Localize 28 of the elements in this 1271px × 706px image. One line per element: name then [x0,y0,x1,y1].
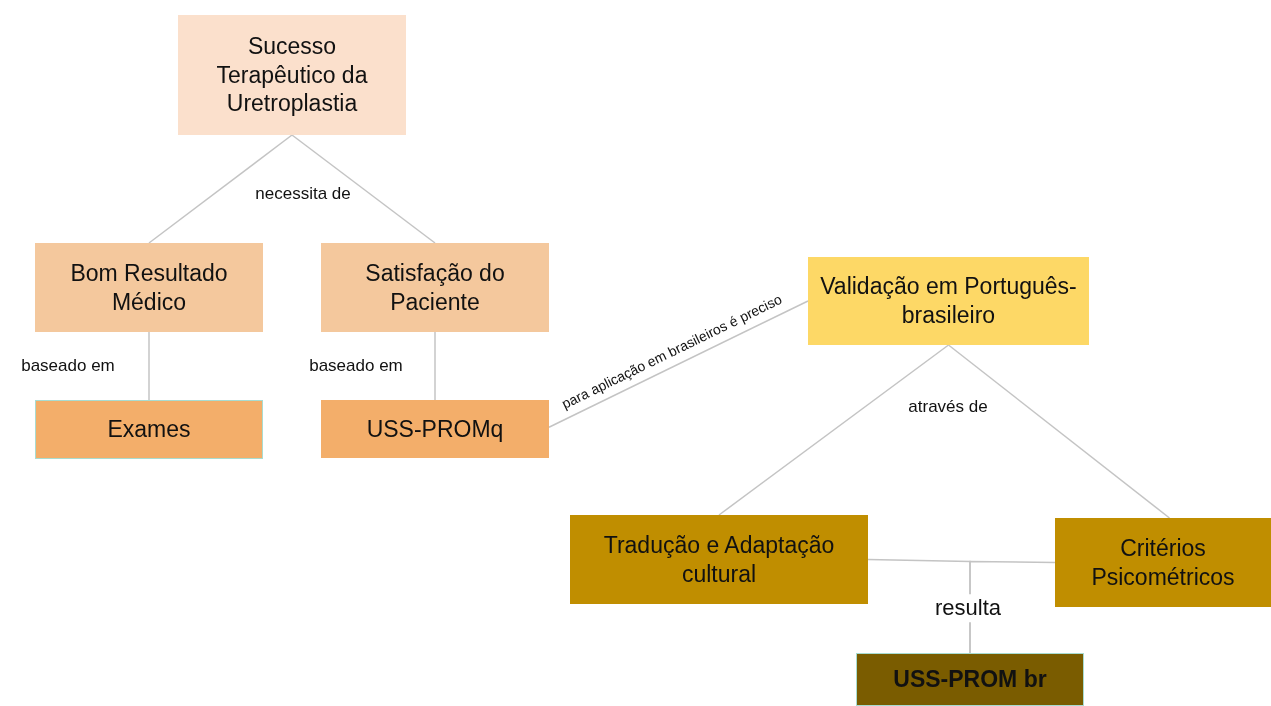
concept-box [808,257,1089,345]
edge-label: baseado em [20,355,116,377]
concept-box [1055,518,1271,607]
connector-line [148,134,293,244]
connector-line [434,331,436,401]
connector-line [548,300,809,428]
edge-label: baseado em [308,355,404,377]
concept-text: USS-PROM br [893,665,1047,694]
concept-box [35,243,263,332]
concept-text: Critérios Psicométricos [1090,533,1236,592]
concept-box [321,243,549,332]
concept-text: Tradução e Adaptação cultural [602,530,836,589]
concept-box [321,400,549,458]
connector-line [718,344,950,516]
edge-label: resulta [933,594,1003,622]
concept-box [178,15,406,135]
concept-box [570,515,868,604]
concept-text: Exames [107,415,191,444]
concept-text: Validação em Português-brasileiro [819,272,1078,330]
connector-line [148,331,150,401]
connector-line [947,344,1171,519]
concept-box [35,400,263,459]
concept-box [856,653,1084,706]
connector-line [291,134,436,244]
concept-text: Sucesso Terapêutico da Uretroplastia [215,31,369,119]
concept-text: USS-PROMq [366,414,504,444]
concept-text: Bom Resultado Médico [69,258,229,317]
concept-text: Satisfação do Paciente [364,258,506,317]
